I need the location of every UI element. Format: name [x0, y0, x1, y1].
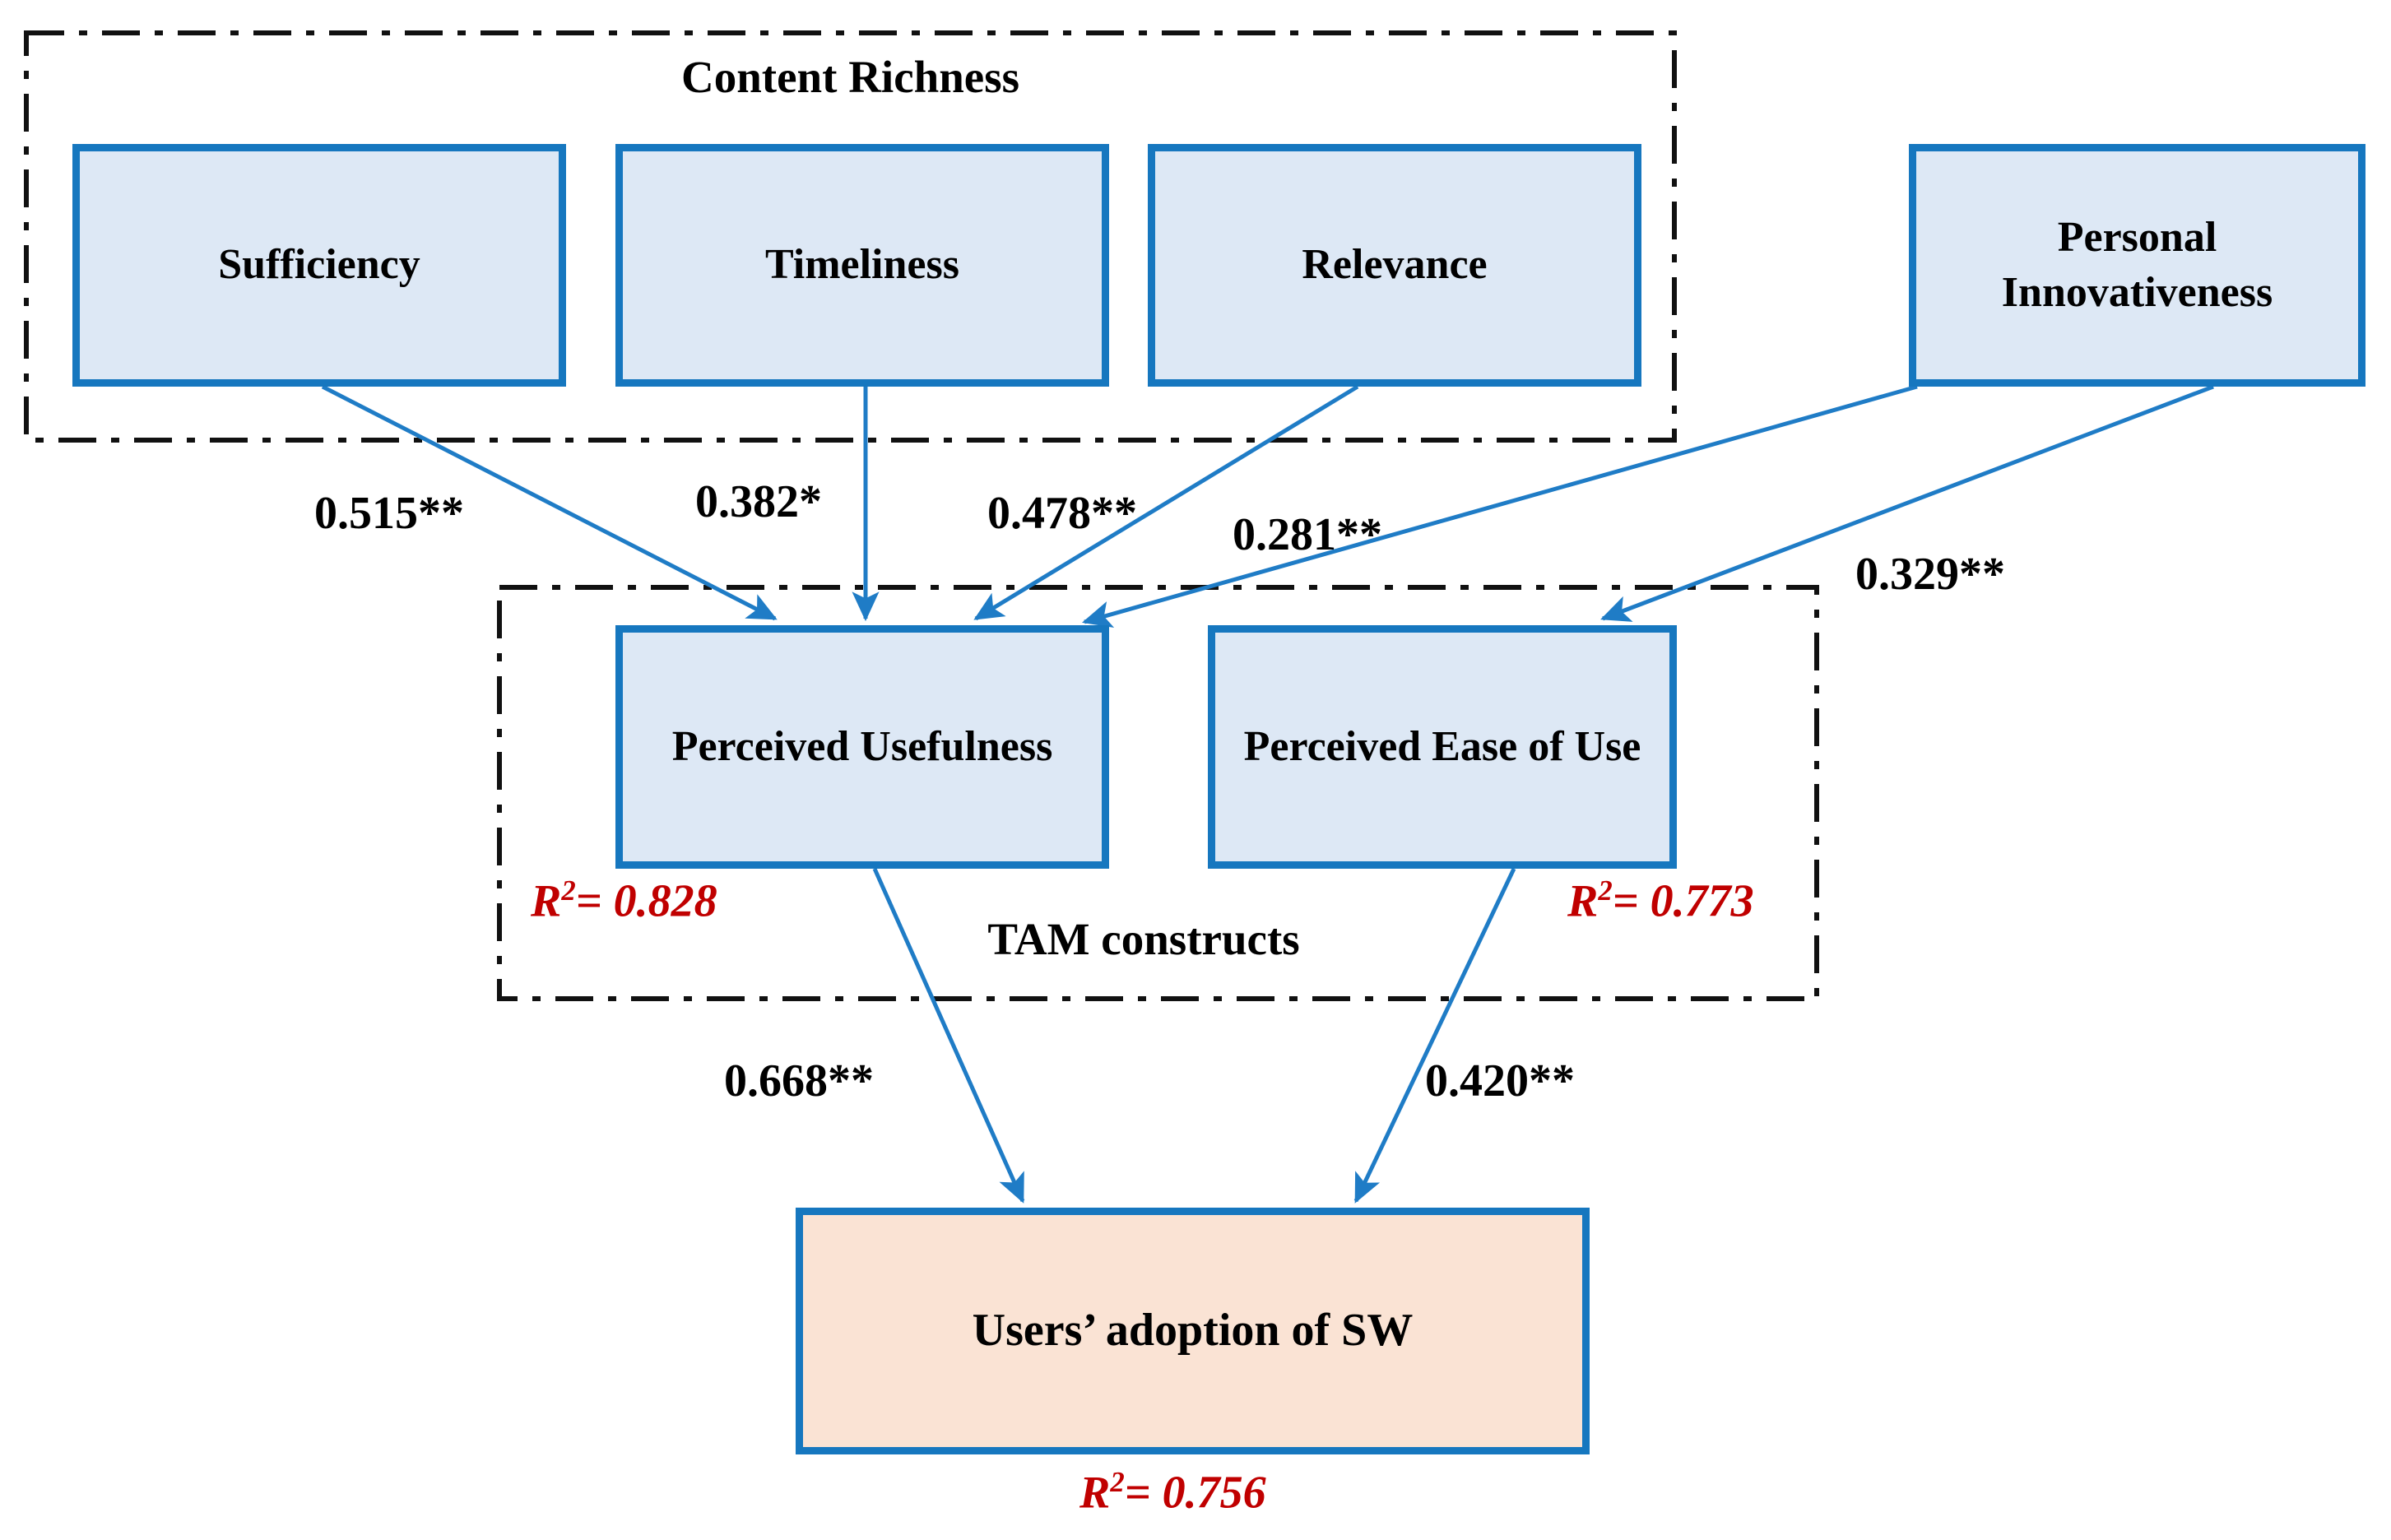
coef-sufficiency-to-pu: 0.515** — [314, 488, 464, 539]
rsquare-pu-symbol: R — [531, 875, 562, 927]
node-users-adoption[interactable]: Users’ adoption of SW — [796, 1208, 1590, 1454]
rsquare-peou-exponent: 2 — [1598, 874, 1613, 907]
rsquare-peou-value: = 0.773 — [1612, 875, 1754, 927]
arrow-pi-to-pu — [1081, 384, 1918, 629]
coef-peou-to-adoption: 0.420** — [1425, 1055, 1575, 1106]
arrow-pu-to-adoption — [872, 867, 1025, 1204]
coef-timeliness-to-pu: 0.382* — [695, 476, 822, 527]
arrow-pi-to-peou — [1600, 384, 2214, 622]
content-richness-frame — [24, 30, 1677, 443]
rsquare-perceived-usefulness: R2= 0.828 — [531, 874, 717, 928]
rsquare-pu-exponent: 2 — [561, 874, 576, 907]
node-relevance-label: Relevance — [1302, 241, 1488, 289]
node-relevance[interactable]: Relevance — [1148, 144, 1641, 387]
coef-relevance-to-pu: 0.478** — [987, 488, 1137, 539]
rsquare-peou-symbol: R — [1567, 875, 1599, 927]
coef-pu-to-adoption: 0.668** — [724, 1055, 874, 1106]
node-timeliness[interactable]: Timeliness — [615, 144, 1109, 387]
node-perceived-ease-of-use-label: Perceived Ease of Use — [1243, 722, 1641, 770]
node-perceived-usefulness-label: Perceived Usefulness — [671, 722, 1053, 770]
coef-pi-to-peou: 0.329** — [1855, 549, 2005, 600]
node-perceived-usefulness[interactable]: Perceived Usefulness — [615, 625, 1109, 869]
node-sufficiency-label: Sufficiency — [218, 241, 420, 289]
rsquare-adoption-symbol: R — [1079, 1467, 1111, 1519]
node-personal-innovativeness[interactable]: Personal Innovativeness — [1909, 144, 2365, 387]
rsquare-perceived-ease-of-use: R2= 0.773 — [1567, 874, 1754, 928]
node-users-adoption-label: Users’ adoption of SW — [972, 1305, 1414, 1357]
rsquare-users-adoption: R2= 0.756 — [1079, 1466, 1266, 1519]
node-personal-innovativeness-label: Personal Innovativeness — [2001, 213, 2273, 316]
arrow-peou-to-adoption — [1353, 867, 1516, 1204]
tam-constructs-frame — [497, 585, 1819, 1001]
rsquare-pu-value: = 0.828 — [575, 875, 717, 927]
coef-pi-to-pu: 0.281** — [1233, 509, 1382, 560]
arrow-sufficiency-to-pu — [321, 384, 778, 621]
content-richness-label: Content Richness — [681, 52, 1019, 102]
arrow-relevance-to-pu — [973, 384, 1359, 621]
rsquare-adoption-exponent: 2 — [1110, 1466, 1125, 1498]
rsquare-adoption-value: = 0.756 — [1124, 1467, 1266, 1519]
node-perceived-ease-of-use[interactable]: Perceived Ease of Use — [1208, 625, 1677, 869]
node-sufficiency[interactable]: Sufficiency — [72, 144, 566, 387]
node-timeliness-label: Timeliness — [765, 241, 959, 289]
tam-constructs-label: TAM constructs — [987, 914, 1300, 964]
